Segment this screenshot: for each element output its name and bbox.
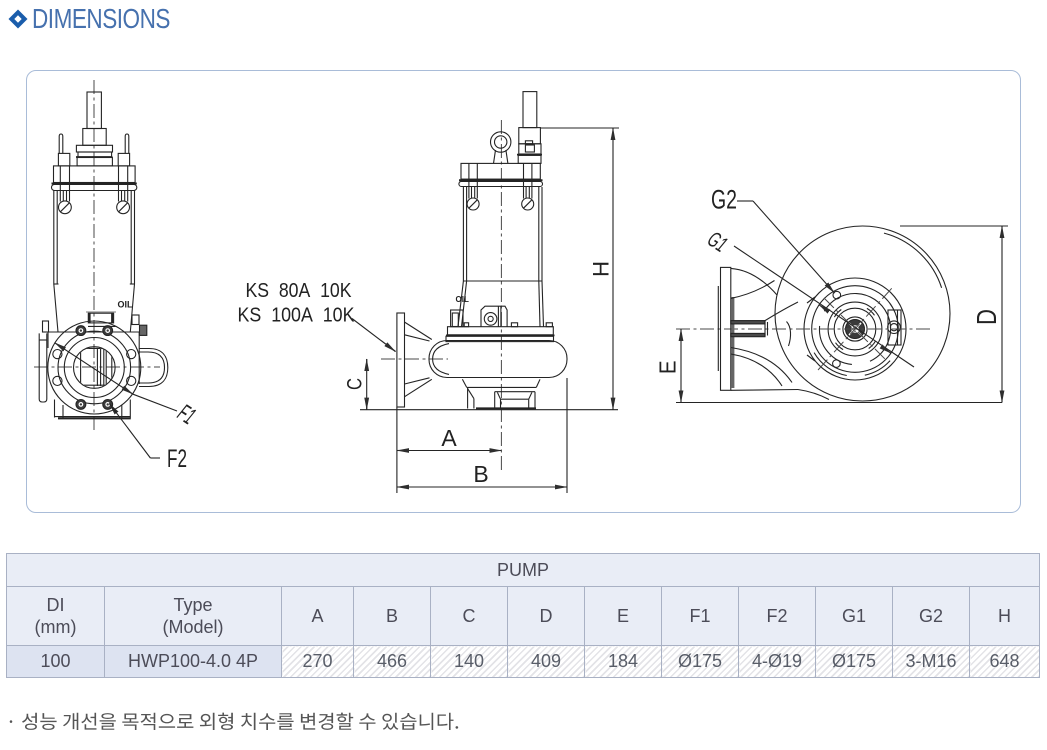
- svg-text:H: H: [589, 261, 614, 277]
- svg-text:D: D: [971, 309, 1002, 325]
- svg-text:F2: F2: [167, 445, 187, 473]
- svg-text:G2: G2: [711, 185, 737, 215]
- svg-text:G1: G1: [703, 226, 732, 257]
- svg-text:OIL: OIL: [118, 300, 134, 310]
- svg-text:KS 80A 10K: KS 80A 10K: [246, 280, 353, 302]
- svg-text:OIL: OIL: [456, 295, 469, 304]
- svg-text:E: E: [655, 361, 681, 375]
- svg-text:A: A: [441, 425, 457, 451]
- svg-text:KS 100A 10K: KS 100A 10K: [238, 305, 356, 327]
- svg-text:F1: F1: [173, 399, 200, 430]
- svg-text:C: C: [344, 378, 367, 390]
- svg-text:B: B: [473, 461, 488, 487]
